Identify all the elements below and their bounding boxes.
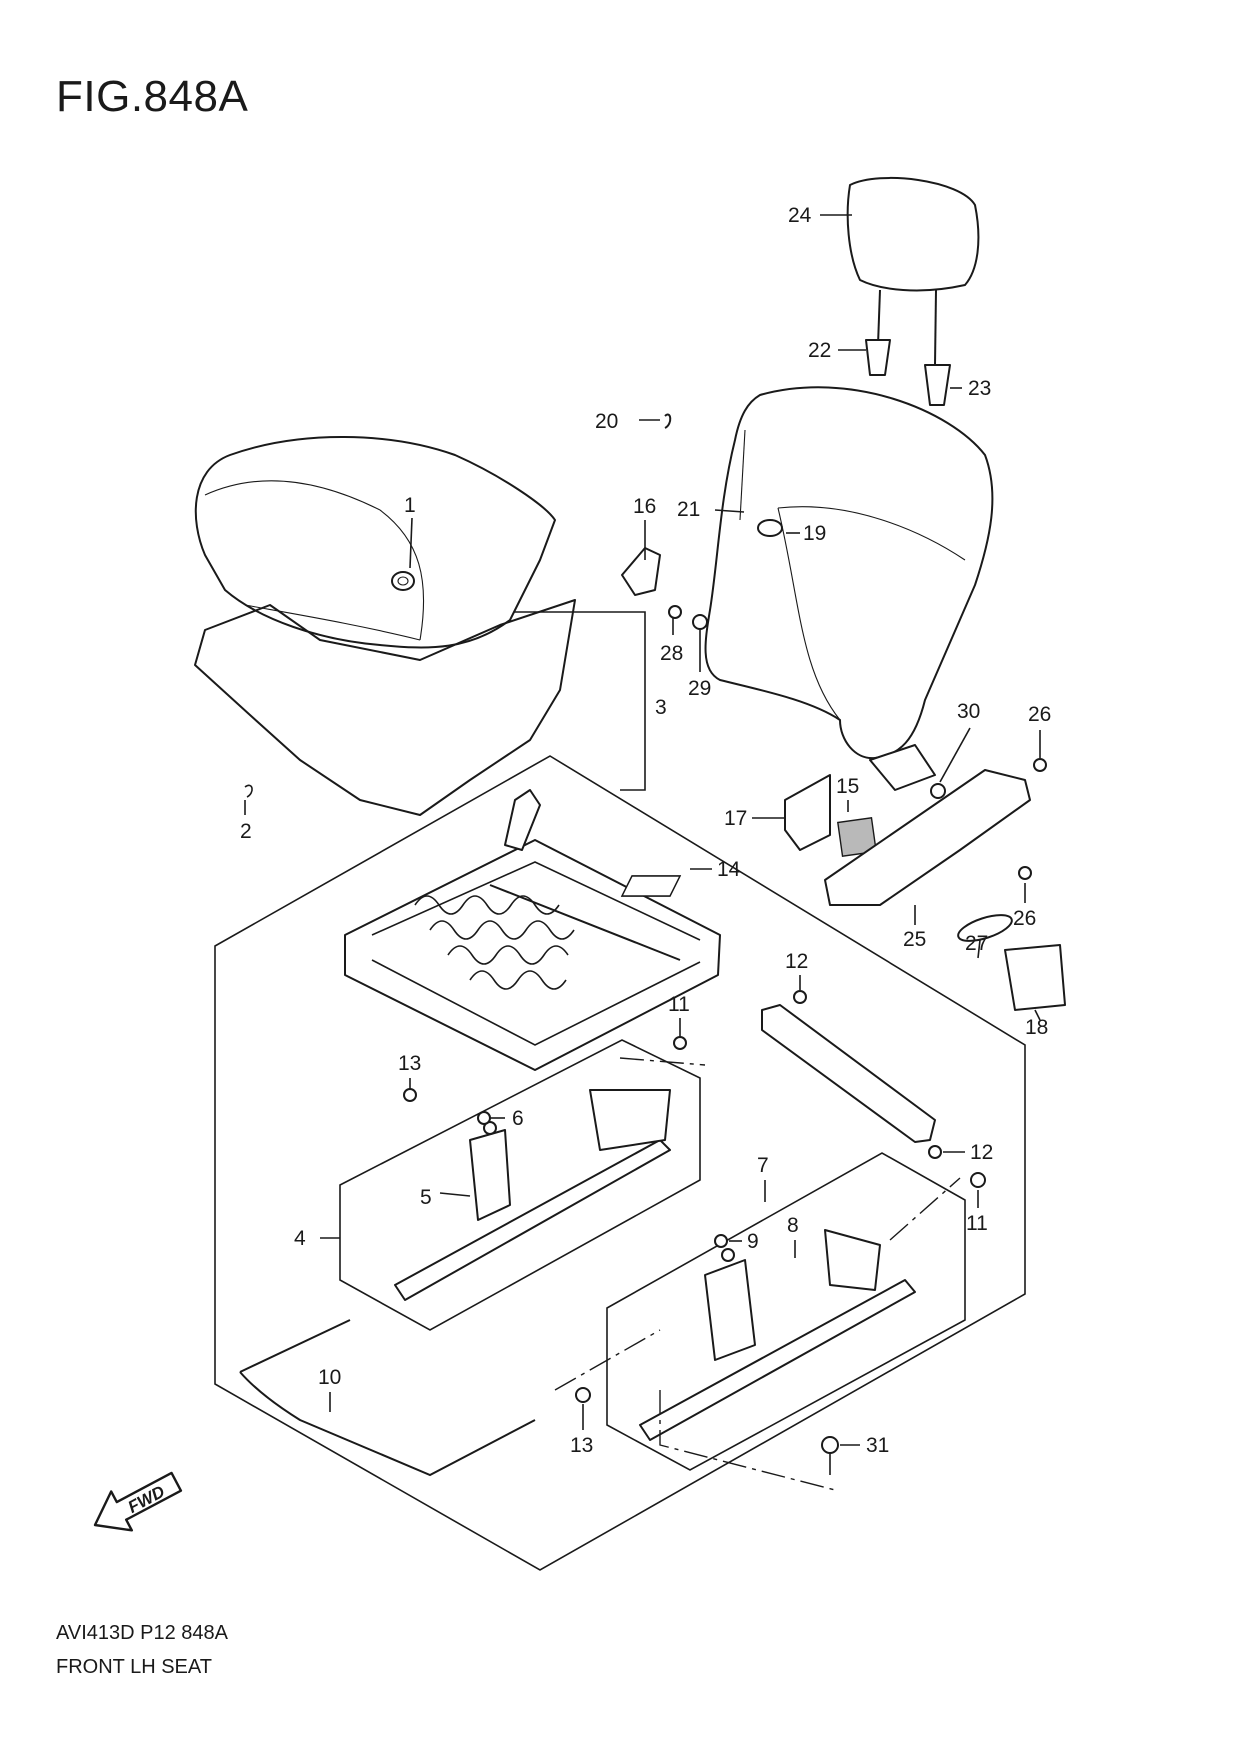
nut-9 (714, 1234, 728, 1248)
clip-20 (664, 413, 672, 429)
callout-25: 25 (903, 928, 926, 951)
callout-1: 1 (404, 494, 416, 517)
callout-5: 5 (420, 1186, 432, 1209)
callout-4: 4 (294, 1227, 306, 1250)
callout-18: 18 (1025, 1016, 1048, 1039)
cushion-pad (194, 599, 576, 816)
bracket-17 (784, 774, 831, 851)
leader-lines (244, 214, 1041, 1446)
callout-19: 19 (803, 522, 826, 545)
assembly-box-7 (606, 1152, 966, 1471)
callout-3: 3 (655, 696, 667, 719)
figure-code: AVI413D P12 848A (56, 1622, 228, 1644)
callout-11b: 11 (966, 1212, 988, 1235)
callout-14: 14 (717, 858, 741, 881)
callout-2: 2 (240, 820, 252, 843)
callout-10: 10 (318, 1366, 341, 1389)
bolt-31 (821, 1436, 839, 1454)
callout-22: 22 (808, 339, 831, 362)
clip-2 (244, 784, 253, 798)
callout-27: 27 (965, 932, 988, 955)
knob-27 (957, 914, 1013, 942)
callout-20: 20 (595, 410, 618, 433)
callout-13a: 13 (398, 1052, 421, 1075)
callout-30: 30 (957, 700, 980, 723)
callout-11a: 11 (668, 993, 690, 1016)
bar-10 (239, 1319, 536, 1477)
seat-frame (344, 789, 721, 1071)
seat-backrest (704, 386, 994, 791)
callout-28: 28 (660, 642, 683, 665)
bolt-11b (970, 1172, 986, 1188)
callout-23: 23 (968, 377, 991, 400)
side-cover-25 (824, 769, 1031, 906)
brace-12 (761, 1004, 936, 1143)
callout-9: 9 (747, 1230, 759, 1253)
cover-16 (621, 547, 661, 596)
cover-18 (1004, 944, 1066, 1011)
bolt-13b (575, 1387, 591, 1403)
seat-rail-outer (639, 1229, 916, 1441)
callout-26a: 26 (1028, 703, 1051, 726)
callout-29: 29 (688, 677, 711, 700)
screw-26a (1033, 758, 1047, 772)
callout-31: 31 (866, 1434, 889, 1457)
headrest-guide-22 (865, 339, 891, 376)
bolt-30 (930, 783, 946, 799)
assembly-box-4 (339, 1039, 701, 1331)
callout-24: 24 (788, 204, 812, 227)
callout-numbers: 1 2 3 4 5 6 7 8 9 10 11 11 12 12 13 13 1… (240, 204, 1051, 1457)
screw-26b (1018, 866, 1032, 880)
callout-21: 21 (677, 498, 700, 521)
forward-arrow-icon: FWD (93, 1471, 183, 1532)
figure-description: FRONT LH SEAT (56, 1656, 212, 1678)
bolt-11a (673, 1036, 687, 1050)
headrest (846, 176, 980, 366)
nut-29 (692, 614, 708, 630)
callout-6: 6 (512, 1107, 524, 1130)
assembly-box-3 (214, 755, 1026, 1571)
callout-12b: 12 (970, 1141, 993, 1164)
callout-16: 16 (633, 495, 656, 518)
nut-6 (477, 1111, 491, 1125)
bolt-13a (403, 1088, 417, 1102)
headrest-guide-23 (924, 364, 951, 406)
callout-17: 17 (724, 807, 747, 830)
seat-cushion (194, 436, 556, 649)
figure-title: FIG.848A (56, 72, 249, 121)
screw-28 (668, 605, 682, 619)
leader-box3 (440, 611, 646, 791)
callout-7: 7 (757, 1154, 769, 1177)
label-14 (620, 875, 682, 897)
callout-13b: 13 (570, 1434, 593, 1457)
callout-8: 8 (787, 1214, 799, 1237)
seat-rail-inner (394, 1089, 671, 1301)
callout-12a: 12 (785, 950, 808, 973)
callout-26b: 26 (1013, 907, 1036, 930)
label-15 (837, 817, 877, 857)
callout-15: 15 (836, 775, 859, 798)
